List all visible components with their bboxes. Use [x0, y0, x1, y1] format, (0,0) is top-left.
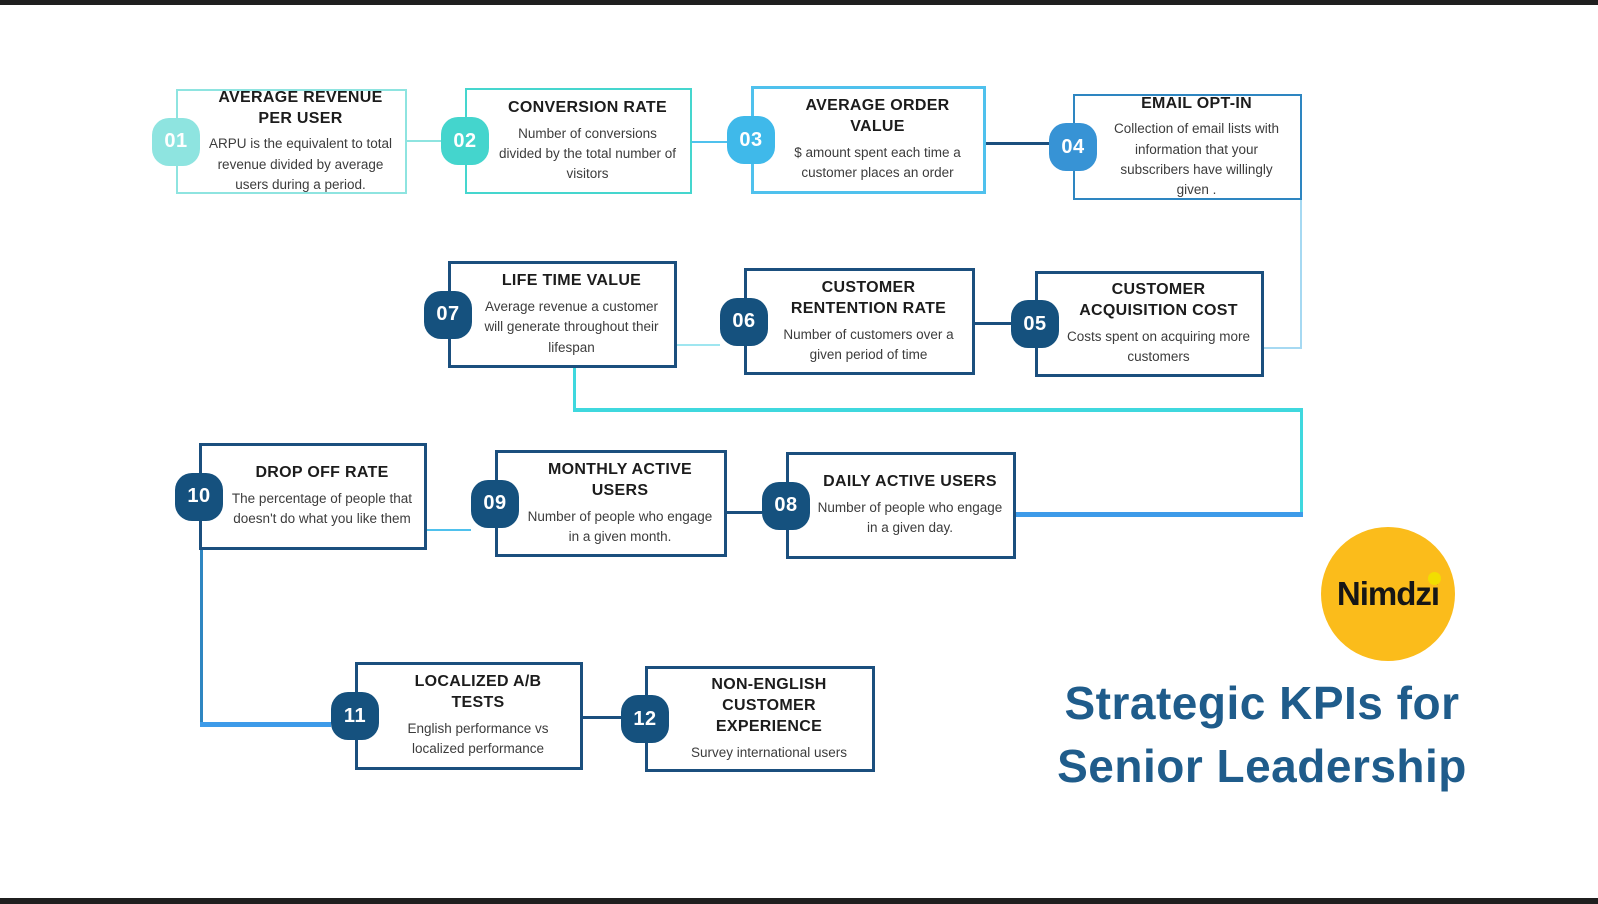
kpi-box: DAILY ACTIVE USERS Number of people who … [786, 452, 1016, 559]
kpi-title: CONVERSION RATE [508, 98, 667, 116]
kpi-box: CUSTOMER RENTENTION RATE Number of custo… [744, 268, 975, 375]
kpi-number-badge: 10 [175, 472, 223, 521]
kpi-description: Collection of email lists with informati… [1113, 121, 1280, 198]
kpi-box: EMAIL OPT-IN Collection of email lists w… [1073, 94, 1302, 200]
connector-03-04 [986, 142, 1049, 145]
connector-thick-08 [1016, 512, 1303, 517]
kpi-box: MONTHLY ACTIVE USERS Number of people wh… [495, 450, 727, 557]
kpi-box: CONVERSION RATE Number of conversions di… [465, 88, 692, 194]
nimdzi-logo-text: Nimdzi [1336, 575, 1440, 612]
kpi-description: Costs spent on acquiring more customers [1066, 329, 1251, 365]
kpi-box: AVERAGE REVENUE PER USER ARPU is the equ… [176, 89, 407, 194]
kpi-description: The percentage of people that doesn't do… [231, 491, 413, 527]
kpi-title: LOCALIZED A/B TESTS [414, 673, 542, 712]
connector-06-07 [677, 344, 720, 346]
kpi-card-04: EMAIL OPT-IN Collection of email lists w… [1049, 94, 1302, 200]
kpi-number-badge: 11 [331, 692, 379, 740]
kpi-box: AVERAGE ORDER VALUE $ amount spent each … [751, 86, 986, 194]
kpi-card-06: CUSTOMER RENTENTION RATE Number of custo… [720, 268, 975, 375]
kpi-card-09: MONTHLY ACTIVE USERS Number of people wh… [471, 450, 727, 557]
connector-08-09 [727, 511, 762, 514]
kpi-card-10: DROP OFF RATE The percentage of people t… [175, 443, 427, 550]
nimdzi-logo-dot-icon [1428, 572, 1441, 585]
kpi-box: DROP OFF RATE The percentage of people t… [199, 443, 427, 550]
connector-10-11 [200, 722, 331, 727]
connector-04-05 [1264, 347, 1302, 349]
kpi-description: Number of people who engage in a given d… [817, 500, 1003, 536]
poster-title-line1: Strategic KPIs for [1064, 677, 1460, 729]
kpi-title: CUSTOMER RENTENTION RATE [790, 278, 947, 317]
top-edge-bar [0, 0, 1598, 5]
kpi-number-badge: 01 [152, 117, 200, 166]
kpi-number-badge: 07 [424, 290, 472, 339]
kpi-description: ARPU is the equivalent to total revenue … [208, 136, 393, 192]
poster-title: Strategic KPIs for Senior Leadership [1017, 672, 1507, 798]
kpi-box: LIFE TIME VALUE Average revenue a custom… [448, 261, 677, 368]
kpi-title: EMAIL OPT-IN [1141, 94, 1252, 112]
connector-02-03 [692, 141, 727, 143]
connector-05-06 [975, 322, 1011, 325]
kpi-description: Number of customers over a given period … [783, 326, 954, 362]
kpi-title: AVERAGE ORDER VALUE [805, 97, 950, 136]
kpi-description: Number of conversions divided by the tot… [498, 125, 677, 182]
connector-right-down [1300, 408, 1303, 514]
kpi-title: DROP OFF RATE [255, 464, 389, 482]
nimdzi-logo: Nimdzi [1321, 527, 1455, 661]
bottom-edge-bar [0, 898, 1598, 904]
connector-01-02 [407, 140, 441, 142]
kpi-box: LOCALIZED A/B TESTS English performance … [355, 662, 583, 770]
kpi-title: MONTHLY ACTIVE USERS [547, 460, 693, 499]
poster-title-line2: Senior Leadership [1057, 740, 1467, 792]
kpi-card-03: AVERAGE ORDER VALUE $ amount spent each … [727, 86, 986, 194]
kpi-number-badge: 04 [1049, 123, 1097, 171]
kpi-title: NON-ENGLISH CUSTOMER EXPERIENCE [711, 676, 827, 735]
kpi-card-12: NON-ENGLISH CUSTOMER EXPERIENCE Survey i… [621, 666, 875, 772]
connector-10-down [200, 550, 203, 726]
kpi-number-badge: 09 [471, 479, 519, 528]
kpi-card-02: CONVERSION RATE Number of conversions di… [441, 88, 692, 194]
kpi-number-badge: 12 [621, 695, 669, 743]
connector-07-down [573, 368, 576, 411]
kpi-title: DAILY ACTIVE USERS [823, 473, 997, 491]
kpi-title: AVERAGE REVENUE PER USER [218, 88, 383, 127]
kpi-description: $ amount spent each time a customer plac… [794, 145, 961, 181]
kpi-number-badge: 08 [762, 481, 810, 530]
kpi-box: NON-ENGLISH CUSTOMER EXPERIENCE Survey i… [645, 666, 875, 772]
kpi-card-01: AVERAGE REVENUE PER USER ARPU is the equ… [152, 89, 407, 194]
kpi-number-badge: 02 [441, 117, 489, 165]
kpi-number-badge: 03 [727, 116, 775, 164]
kpi-description: Average revenue a customer will generate… [484, 299, 659, 355]
kpi-card-11: LOCALIZED A/B TESTS English performance … [331, 662, 583, 770]
connector-04-down [1300, 200, 1302, 349]
kpi-number-badge: 05 [1011, 300, 1059, 348]
kpi-card-07: LIFE TIME VALUE Average revenue a custom… [424, 261, 677, 368]
connector-11-12 [583, 716, 621, 719]
kpi-description: Number of people who engage in a given m… [527, 508, 713, 544]
connector-row2-row3 [573, 408, 1303, 412]
kpi-description: English performance vs localized perform… [407, 721, 549, 757]
kpi-card-08: DAILY ACTIVE USERS Number of people who … [762, 452, 1016, 559]
kpi-title: LIFE TIME VALUE [501, 272, 642, 290]
kpi-card-05: CUSTOMER ACQUISITION COST Costs spent on… [1011, 271, 1264, 377]
kpi-box: CUSTOMER ACQUISITION COST Costs spent on… [1035, 271, 1264, 377]
kpi-title: CUSTOMER ACQUISITION COST [1079, 281, 1238, 320]
kpi-number-badge: 06 [720, 297, 768, 346]
kpi-description: Survey international users [690, 744, 848, 760]
connector-09-10 [427, 529, 471, 531]
